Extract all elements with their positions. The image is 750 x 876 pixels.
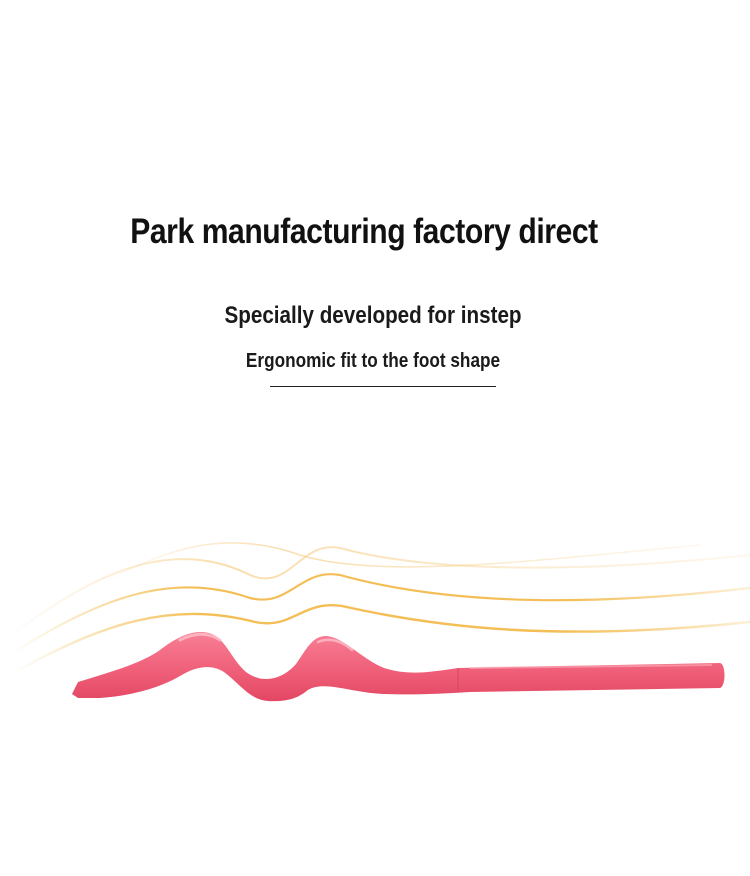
feature-subtitle: Ergonomic fit to the foot shape xyxy=(245,350,501,372)
feature-title: Specially developed for instep xyxy=(224,302,522,329)
insole-highlight-toe xyxy=(469,664,713,669)
motion-wave-inner xyxy=(14,604,750,674)
motion-wave-outer xyxy=(4,546,750,641)
title-underline xyxy=(270,386,496,387)
motion-wave-faint xyxy=(99,542,701,586)
headline: Park manufacturing factory direct xyxy=(130,212,598,251)
insole-illustration xyxy=(4,542,750,702)
insole-body xyxy=(72,631,725,702)
insole-highlight xyxy=(178,632,222,642)
motion-wave-middle xyxy=(9,573,750,656)
insole-highlight-rear xyxy=(316,638,354,652)
